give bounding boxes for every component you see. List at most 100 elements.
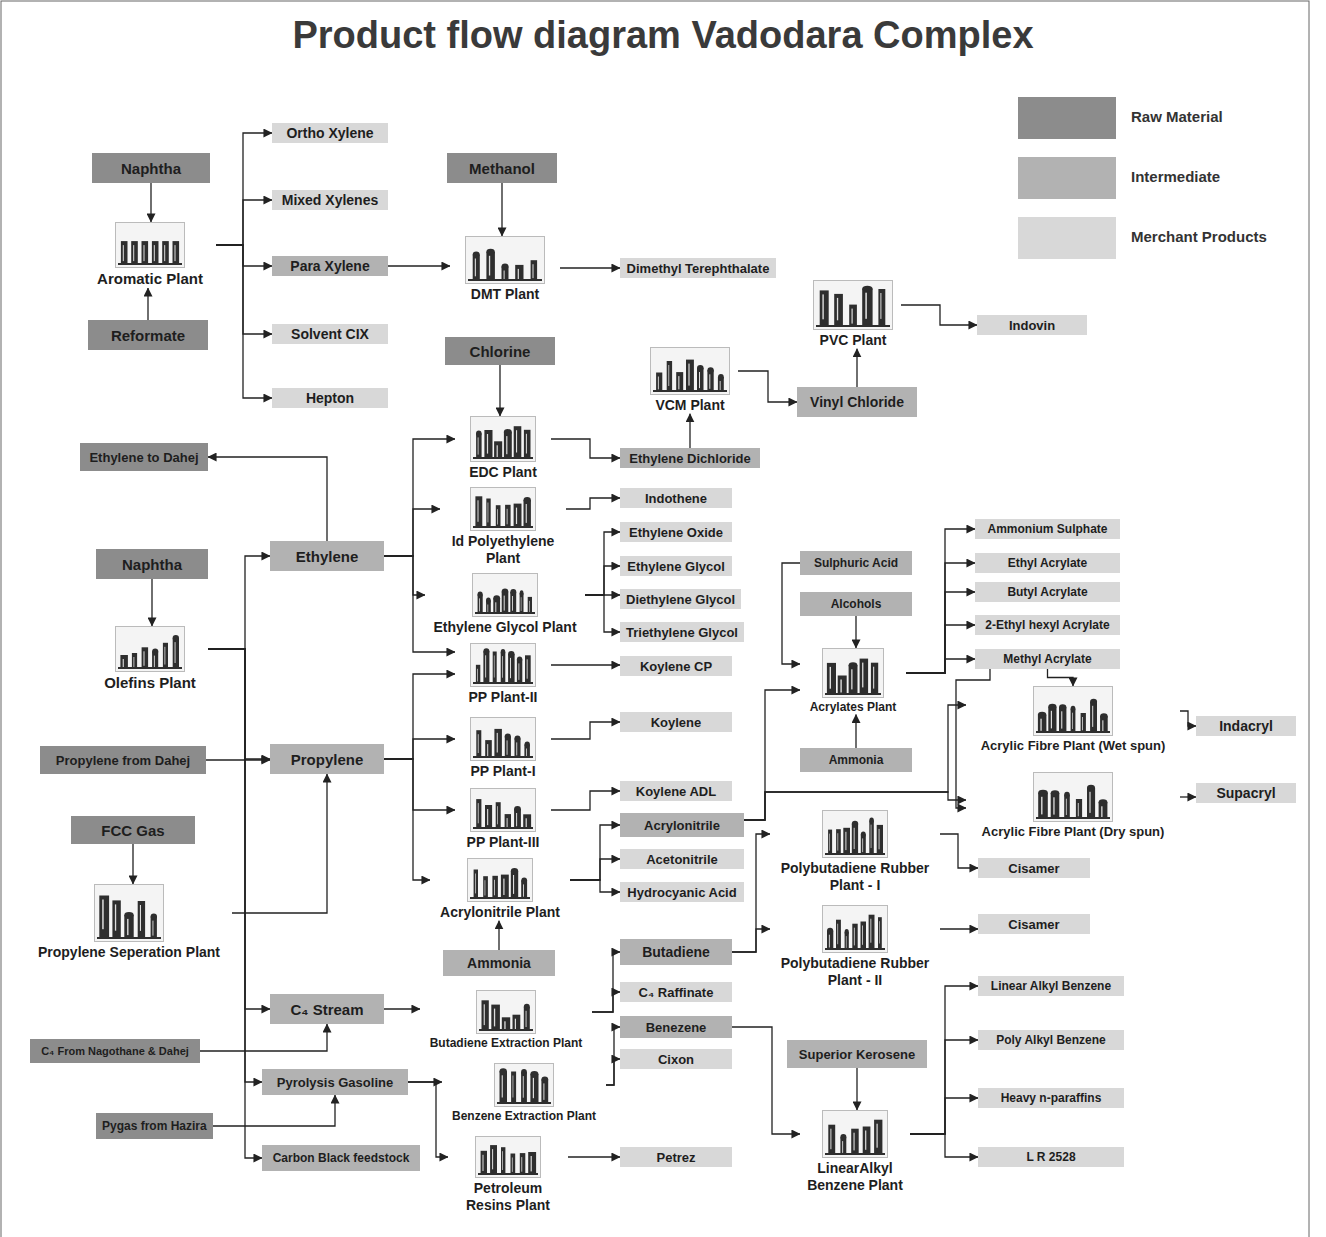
ground-line [1036,731,1110,733]
icon-frame [1034,773,1113,822]
column-stripe [502,656,504,678]
tank-shape [1090,699,1097,705]
flow-connector [200,1024,327,1051]
column-stripe [699,372,700,388]
node-label: Indacryl [1219,718,1273,734]
tank-shape [1100,713,1108,719]
plant-node: PVC Plant [805,280,901,349]
flow-connector [150,183,151,222]
icon-frame [651,348,730,395]
column-stripe [497,733,498,753]
node-label: Pygas from Hazira [102,1119,207,1133]
plant-icon [822,905,888,953]
column-stripe [506,740,508,754]
node-label: Poly Alkyl Benzene [996,1033,1106,1047]
column-stripe [837,298,838,320]
intermediate-box: Propylene [270,744,384,774]
column-shape [852,924,857,949]
column-stripe [719,381,721,391]
plant-node: EDC Plant [455,416,551,481]
flow-connector [856,1068,857,1110]
intermediate-box: Ammonia [800,748,912,772]
column-stripe [477,803,479,823]
column-stripe [487,744,488,756]
tank-shape [524,497,531,503]
column-stripe [522,1076,524,1098]
column-stripe [837,924,839,945]
node-label: Benzene Extraction Plant [444,1109,604,1123]
intermediate-box: Para Xylene [272,256,388,276]
column-stripe [865,293,867,319]
merchant-product-box: Butyl Acrylate [975,582,1120,602]
column-shape [173,241,180,264]
column-shape [860,659,869,694]
plant-icon [494,1063,554,1107]
node-label: Cisamer [1008,861,1059,876]
merchant-product-box: Ortho Xylene [272,123,388,143]
plant-node: LinearAlkyl Benzene Plant [800,1110,910,1194]
merchant-product-box: Solvent CIX [272,324,388,344]
flow-connector [1048,669,1074,686]
plant-icon [470,643,536,687]
merchant-product-box: 2-Ethyl hexyl Acrylate [975,615,1120,635]
node-label: Vinyl Chloride [810,394,904,410]
tank-shape [530,1071,538,1077]
flow-connector [782,563,800,664]
flow-connector [906,529,975,673]
tank-shape [1099,799,1108,805]
ground-line [118,667,182,669]
column-stripe [489,256,490,276]
raw-material-box: Pygas from Hazira [96,1113,213,1139]
node-label: Id Polyethylene Plant [442,533,564,567]
ground-line [825,1153,885,1155]
node-label: Acrylic Fibre Plant (Dry spun) [968,824,1178,840]
column-shape [521,1072,527,1103]
merchant-product-box: Hepton [272,388,388,408]
node-label: Koylene ADL [636,784,716,799]
merchant-product-box: Koylene [620,712,732,732]
legend-text: Raw Material [1131,108,1223,125]
merchant-product-box: Ethyl Acrylate [975,553,1120,573]
flow-connector [208,649,262,1158]
merchant-product-box: Methyl Acrylate [975,649,1120,669]
column-shape [834,294,843,326]
node-label: Supacryl [1216,785,1275,801]
column-stripe [1061,711,1062,728]
column-shape [473,255,480,281]
node-label: Ethylene Glycol Plant [427,619,583,636]
column-shape [476,433,482,458]
ground-line [473,457,533,459]
column-shape [667,361,672,391]
column-shape [878,917,882,949]
column-stripe [830,1129,831,1150]
column-shape [496,802,501,828]
merchant-product-box: Cisamer [978,858,1090,878]
column-shape [142,241,149,264]
column-stripe [526,504,527,523]
node-label: Petroleum Resins Plant [450,1180,566,1214]
flow-connector [940,928,978,929]
node-label: Ortho Xylene [286,125,373,141]
plant-icon [472,573,538,617]
plant-icon [470,717,536,761]
tank-shape [493,595,500,601]
plant-icon [813,280,893,330]
ground-line [825,693,881,695]
plant-icon [470,487,536,531]
icon-frame [823,811,888,858]
icon-frame [1034,687,1113,736]
ground-line [816,325,890,327]
node-label: Polybutadiene Rubber Plant - II [772,955,938,989]
merchant-product-box: Diethylene Glycol [620,589,741,609]
column-shape [476,730,481,757]
tank-shape [697,365,704,371]
tank-shape [501,649,506,655]
flow-connector [585,595,620,632]
node-label: DMT Plant [452,286,558,303]
flow-connector [498,921,499,950]
node-label: Methanol [469,160,535,177]
tank-shape [483,648,489,654]
column-shape [827,663,836,694]
node-label: Cixon [658,1052,694,1067]
ground-line [473,526,533,528]
